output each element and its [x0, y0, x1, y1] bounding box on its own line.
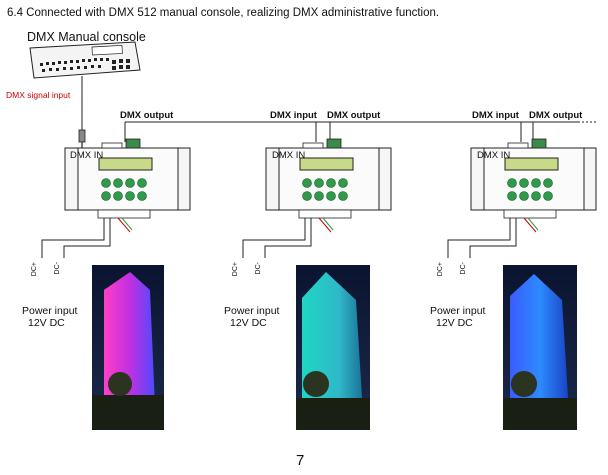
- dmx-console: [29, 41, 141, 79]
- dc-plus-label-2: DC+: [232, 262, 239, 277]
- dmx-in-label-1: DMX IN: [70, 150, 104, 161]
- dmx-in-label-2: DMX IN: [272, 150, 306, 161]
- signal-input-label: DMX signal input: [6, 90, 71, 100]
- dmx-output-label-2: DMX output: [327, 110, 381, 121]
- building-photo-3: [503, 265, 577, 430]
- decoder-3: [470, 138, 597, 233]
- power-voltage-label-1: 12V DC: [28, 317, 65, 329]
- power-voltage-label-3: 12V DC: [436, 317, 473, 329]
- dc-minus-label-3: DC-: [460, 262, 467, 275]
- decoder-2: [265, 138, 392, 233]
- dc-plus-label-1: DC+: [31, 262, 38, 277]
- power-input-label-3: Power input: [430, 305, 486, 317]
- dmx-output-label-3: DMX output: [529, 110, 583, 121]
- page-number: 7: [296, 452, 305, 469]
- console-label: DMX Manual console: [27, 30, 146, 44]
- section-heading: 6.4 Connected with DMX 512 manual consol…: [7, 7, 440, 19]
- dc-minus-label-1: DC-: [54, 262, 61, 275]
- dc-minus-label-2: DC-: [255, 262, 262, 275]
- dmx-input-label-3: DMX input: [472, 110, 519, 121]
- building-photo-2: [296, 265, 370, 430]
- power-voltage-label-2: 12V DC: [230, 317, 267, 329]
- dmx-in-label-3: DMX IN: [477, 150, 511, 161]
- dmx-output-label-1: DMX output: [120, 110, 174, 121]
- power-input-label-2: Power input: [224, 305, 280, 317]
- power-input-label-1: Power input: [22, 305, 78, 317]
- dc-plus-label-3: DC+: [437, 262, 444, 277]
- building-photo-1: [92, 265, 164, 430]
- decoder-1: [64, 138, 191, 233]
- dmx-input-label-2: DMX input: [270, 110, 317, 121]
